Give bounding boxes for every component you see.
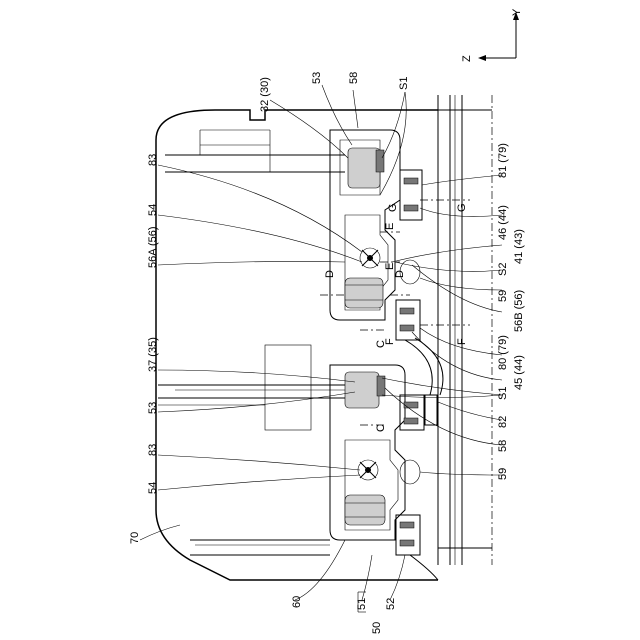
- label-52: 52: [385, 598, 397, 610]
- section-g-left: G: [387, 203, 399, 212]
- rod-37: [158, 345, 345, 430]
- label-60: 60: [291, 596, 303, 608]
- label-59-top: 59: [497, 290, 509, 302]
- y-axis-label: Y: [511, 8, 523, 16]
- label-51: 51: [356, 598, 368, 610]
- rod-32: [165, 130, 345, 172]
- section-d-right: D: [394, 270, 406, 278]
- lower-holder: [330, 365, 420, 540]
- connectors: [396, 170, 437, 555]
- labels: 53 58 32 (30) S1 83 54 56A (56) 81 (79) …: [129, 72, 525, 634]
- label-83-bottom: 83: [147, 444, 159, 456]
- label-s1-top: S1: [398, 77, 410, 90]
- z-axis-label: Z: [461, 55, 473, 62]
- leader-lines: [140, 85, 502, 612]
- label-58-top: 58: [348, 72, 360, 84]
- label-s1-bottom: S1: [497, 387, 509, 400]
- label-56a: 56A (56): [147, 226, 159, 268]
- label-54-top: 54: [147, 204, 159, 216]
- label-56b: 56B (56): [513, 290, 525, 332]
- label-45: 45 (44): [513, 355, 525, 390]
- axis-indicator: Y Z: [461, 8, 523, 62]
- label-80: 80 (79): [497, 335, 509, 370]
- label-50: 50: [371, 622, 383, 634]
- label-82: 82: [497, 416, 509, 428]
- label-83-top: 83: [147, 154, 159, 166]
- upper-holder: [330, 130, 420, 320]
- section-f-left: F: [384, 338, 396, 345]
- label-70: 70: [129, 532, 141, 544]
- label-54-bottom: 54: [147, 482, 159, 494]
- label-81: 81 (79): [497, 143, 509, 178]
- section-f-right: F: [456, 338, 468, 345]
- label-37: 37 (35): [147, 337, 159, 372]
- label-58-bottom: 58: [497, 440, 509, 452]
- section-e-bottom: E: [384, 263, 396, 270]
- section-d-left: D: [324, 270, 336, 278]
- right-rails: [438, 95, 492, 565]
- section-c-bottom: C: [375, 424, 387, 432]
- section-g-right: G: [456, 203, 468, 212]
- section-e-top: E: [384, 223, 396, 230]
- label-53-bottom: 53: [147, 402, 159, 414]
- label-46: 46 (44): [497, 205, 509, 240]
- label-59-bottom: 59: [497, 468, 509, 480]
- label-s2: S2: [497, 263, 509, 276]
- label-41: 41 (43): [513, 229, 525, 264]
- label-53-top: 53: [311, 72, 323, 84]
- label-32: 32 (30): [259, 77, 271, 112]
